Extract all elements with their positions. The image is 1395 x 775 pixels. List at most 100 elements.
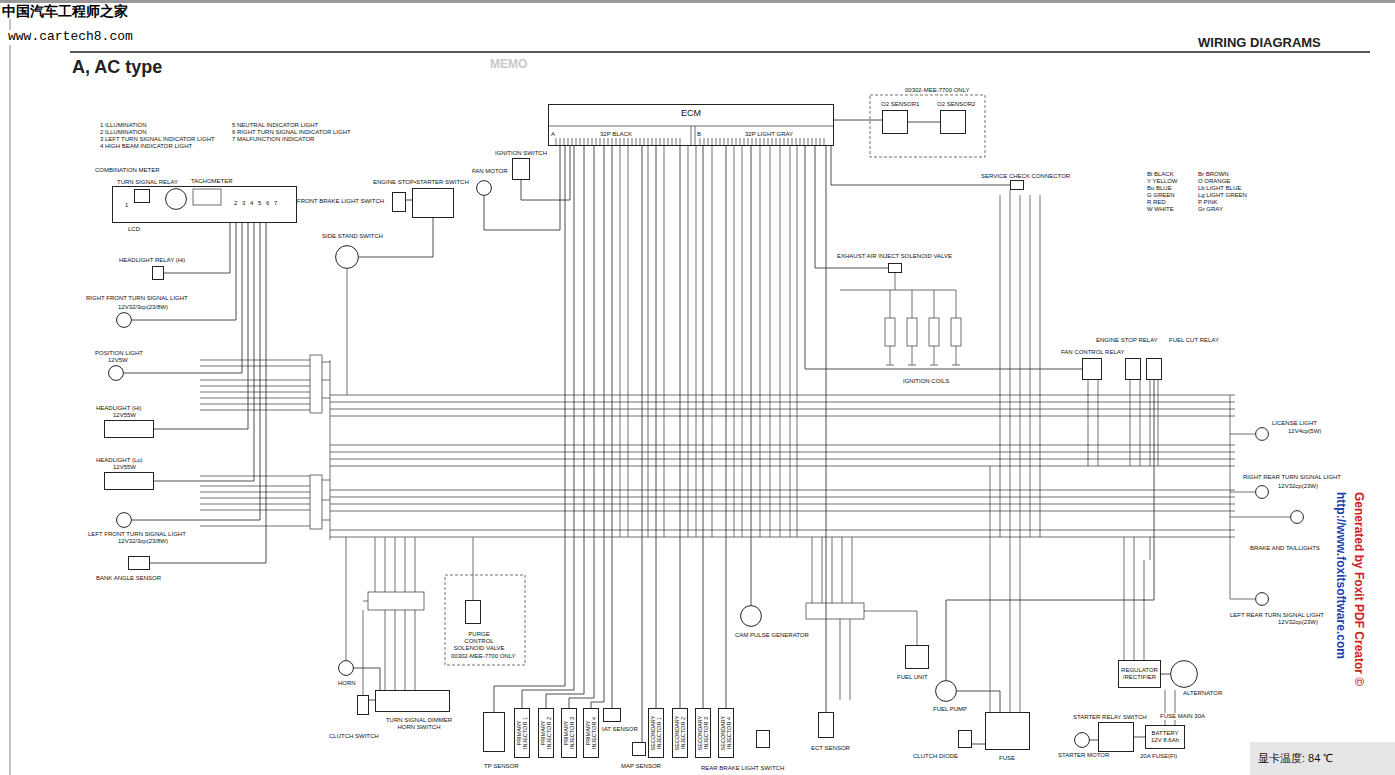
component-label: HORN xyxy=(338,680,356,687)
circle-outline xyxy=(1290,510,1304,524)
relay-box: FAN CONTROL RELAY xyxy=(1082,358,1102,380)
injector-box: PRIMARY INJECTOR 4 xyxy=(583,708,599,758)
battery-box: BATTERY 12V 8.6Ah xyxy=(1145,725,1185,749)
wire-connection xyxy=(1090,740,1098,741)
wire-connection xyxy=(805,146,1082,369)
wire-connection xyxy=(1134,737,1145,738)
fuse-wires xyxy=(990,466,1020,712)
component-label: 00302-MEE-7700 ONLY xyxy=(451,653,516,660)
note: 00302-MEE-7700 ONLY xyxy=(905,87,970,94)
component-label: TP SENSOR xyxy=(484,763,519,770)
connector-label: A xyxy=(551,131,555,138)
ignition-coil xyxy=(929,318,939,346)
lamp-symbol: RIGHT FRONT TURN SIGNAL LIGHT12V32/3cp(2… xyxy=(116,312,132,328)
ecm-pins xyxy=(700,138,824,146)
fuel-unit-box: FUEL UNIT xyxy=(905,645,929,669)
sensor-box: ECT SENSOR xyxy=(818,712,834,738)
wire-color-code: O ORANGE xyxy=(1198,178,1230,185)
circle-outline xyxy=(1170,660,1198,688)
callout-number: 6 xyxy=(266,200,269,207)
connector-label: B xyxy=(697,131,701,138)
motor-symbol: FAN MOTOR xyxy=(476,180,492,196)
component-label: HEADLIGHT (Lo) xyxy=(96,457,143,464)
main-harness xyxy=(330,395,1235,537)
wire-connection xyxy=(656,146,657,708)
component-label: IAT SENSOR xyxy=(602,726,638,733)
injector-box: SECONDARY INJECTOR 4 xyxy=(718,708,734,758)
page-header: WIRING DIAGRAMS xyxy=(1198,36,1321,51)
sensor-box: IAT SENSOR xyxy=(603,708,621,722)
ecm-pins xyxy=(556,138,680,146)
component-label: CAM PULSE GENERATOR xyxy=(735,632,809,639)
ecm-harness xyxy=(620,146,797,537)
component-label: ALTERNATOR xyxy=(1183,690,1222,697)
relay-box: FUEL CUT RELAY xyxy=(1146,358,1162,380)
harness-connector xyxy=(310,355,322,413)
wire-connection xyxy=(703,146,704,708)
harness-connector xyxy=(368,592,424,610)
handlebar-wires xyxy=(346,269,415,695)
wire-color-code: Y YELLOW xyxy=(1147,178,1177,185)
circle-outline xyxy=(335,245,359,269)
injector-box: PRIMARY INJECTOR 2 xyxy=(538,708,554,758)
component-label: 12V32/3cp(23/8W) xyxy=(118,304,168,311)
component-label: REAR BRAKE LIGHT SWITCH xyxy=(701,765,784,772)
option-frame xyxy=(870,95,985,157)
relay-box: STARTER RELAY SWITCH xyxy=(1098,722,1134,752)
wire-connection xyxy=(132,223,260,520)
wire-connection xyxy=(946,380,1154,680)
watermark: 中国汽车工程师之家 xyxy=(2,3,128,19)
wire-color-code: G GREEN xyxy=(1147,192,1175,199)
sensor-symbol: CAM PULSE GENERATOR xyxy=(740,605,762,627)
wire-color-code: Bl BLACK xyxy=(1147,171,1174,178)
circle-outline xyxy=(476,180,492,196)
wire-connection xyxy=(972,744,985,745)
injector-box: SECONDARY INJECTOR 3 xyxy=(695,708,711,758)
component-label: FUEL UNIT xyxy=(897,674,928,681)
component-label: SECONDARY INJECTOR 1 xyxy=(650,711,662,755)
circle-outline xyxy=(165,188,187,210)
component-label: LEFT FRONT TURN SIGNAL LIGHT xyxy=(88,531,186,538)
wire-connection xyxy=(834,120,882,121)
wire-color-code: Lb LIGHT BLUE xyxy=(1198,185,1241,192)
ignition-coil xyxy=(951,318,961,346)
option-frame xyxy=(445,575,525,665)
harness-connector xyxy=(806,603,864,619)
wire-connection xyxy=(484,146,560,230)
wire-connection xyxy=(591,146,604,708)
callout-number: 4 xyxy=(250,200,253,207)
connector-label: 32P BLACK xyxy=(600,131,632,138)
component-label: EXHAUST AIR INJECT SOLENOID VALVE xyxy=(837,253,952,260)
indicator-key: 7 MALFUNCTION INDICATOR xyxy=(232,136,314,143)
callout-number: 1 xyxy=(125,202,128,209)
switch-box: TURN SIGNAL DIMMER HORN SWITCH xyxy=(375,690,450,712)
sensor-box: MAP SENSOR xyxy=(632,742,646,756)
connector-label: 32P LIGHT GRAY xyxy=(745,131,793,138)
component-label: FRONT BRAKE LIGHT SWITCH xyxy=(297,198,384,205)
component-label: ENGINE STOP•STARTER SWITCH xyxy=(373,179,469,186)
injector-box: SECONDARY INJECTOR 2 xyxy=(672,708,688,758)
harness-trunk xyxy=(322,360,330,540)
part-label: 20A FUSE(FI) xyxy=(1140,753,1177,760)
callout-number: 3 xyxy=(242,200,245,207)
component-label: SECONDARY INJECTOR 3 xyxy=(697,711,709,755)
component-label: STARTER RELAY SWITCH xyxy=(1073,714,1147,721)
circle-outline xyxy=(116,512,132,528)
component-label: 12V32cp(23W) xyxy=(1278,619,1318,626)
wire-connection xyxy=(522,146,574,708)
lamp-symbol: HEADLIGHT (Lo)12V55W xyxy=(104,472,154,490)
coil-wires xyxy=(840,273,960,365)
indicator-key: 5 NEUTRAL INDICATOR LIGHT xyxy=(232,122,318,129)
charging-wires xyxy=(1124,537,1175,725)
component-label: PURGE CONTROL SOLENOID VALVE xyxy=(453,631,505,652)
component-label: SECONDARY INJECTOR 4 xyxy=(720,711,732,755)
component-label: 12V32/3cp(23/8W) xyxy=(118,538,168,545)
part-label: LCD xyxy=(128,226,140,233)
switch-box: IGNITION SWITCH xyxy=(512,158,530,180)
component-label: 12V32cp(23W) xyxy=(1278,483,1318,490)
injector-box: PRIMARY INJECTOR 1 xyxy=(514,708,530,758)
circle-outline xyxy=(1255,592,1269,606)
ignition-coil xyxy=(907,318,917,346)
wire-connection xyxy=(150,223,266,563)
